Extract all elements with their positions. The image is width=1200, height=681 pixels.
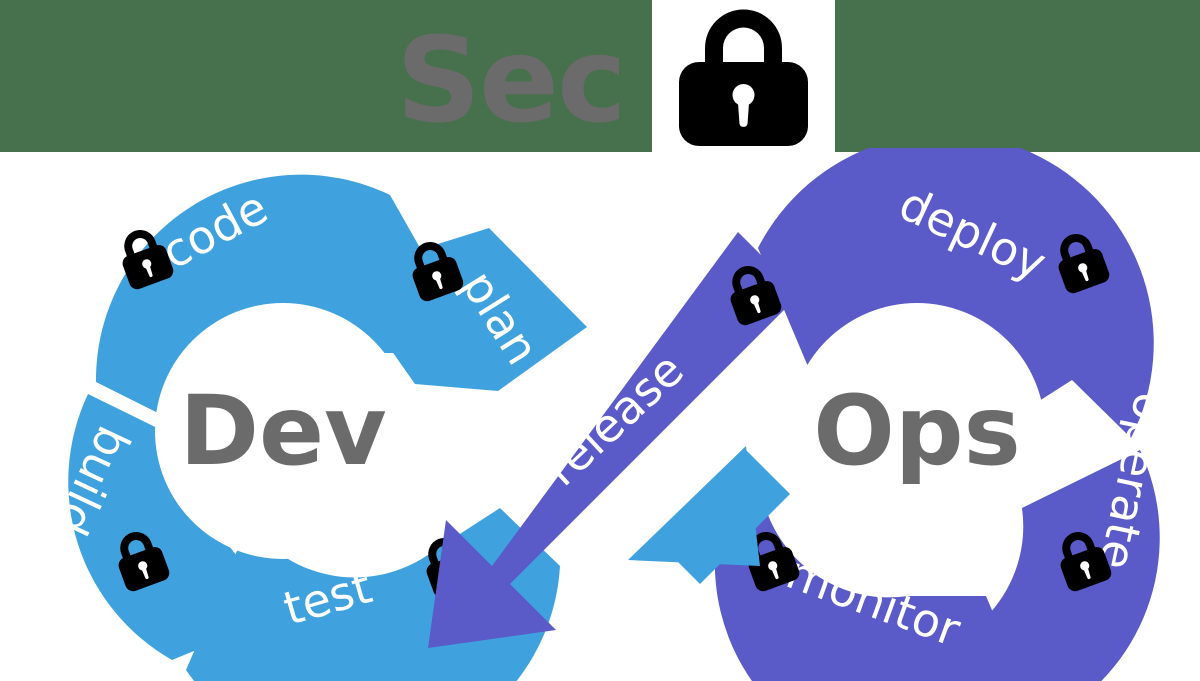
title-band [0,0,1200,152]
sec-title-text: Sec [396,11,627,149]
title-lock-box [652,0,835,152]
dev-inner-disc [155,303,411,559]
blue-arrow-head-tip [628,446,760,566]
infinity-loop: Dev code plan build test Ops deploy oper… [44,148,1179,681]
ops-inner-disc [789,303,1045,559]
dev-center-label: Dev [179,375,386,487]
release-band[interactable] [428,232,800,648]
ops-center-label: Ops [813,375,1020,487]
padlock-icon [679,9,808,146]
